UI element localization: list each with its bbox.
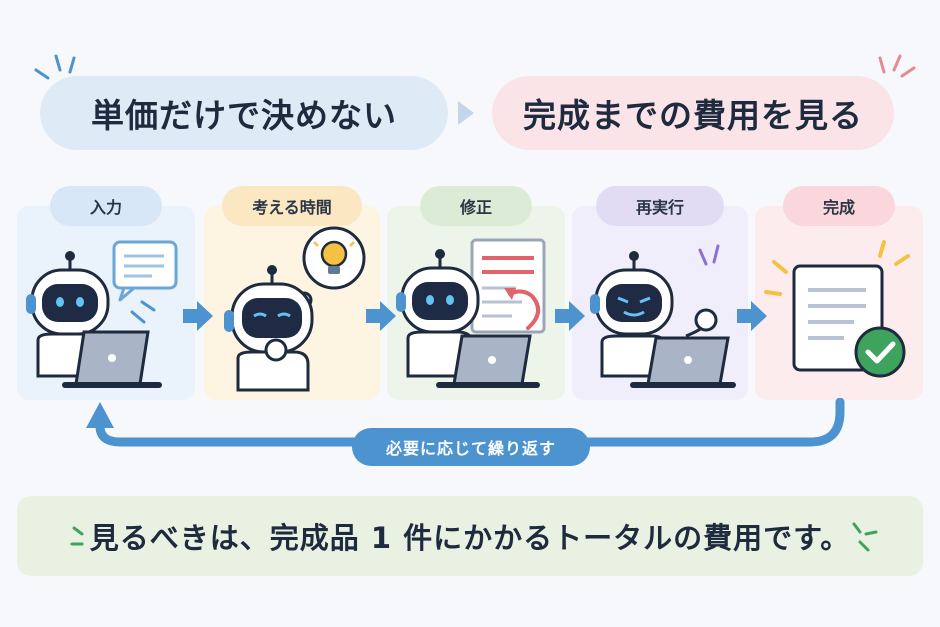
undo-arrow-icon	[508, 289, 540, 330]
chat-bubble-icon	[112, 240, 178, 302]
step-label-input: 入力	[50, 186, 162, 226]
footer-message-box: 見るべきは、完成品 1 件にかかるトータルの費用です。	[17, 496, 923, 576]
spark-icon	[852, 522, 878, 552]
header-right-text: 完成までの費用を見る	[523, 96, 863, 135]
robot-fix-illustration	[396, 238, 546, 388]
chevron-right-icon	[458, 101, 474, 125]
footer-message: 見るべきは、完成品 1 件にかかるトータルの費用です。	[89, 521, 851, 555]
document-icon	[470, 238, 546, 334]
robot-thinking-illustration	[224, 226, 366, 392]
robot-rerun-illustration	[590, 244, 736, 388]
laptop-icon	[630, 336, 736, 388]
arrow-right-icon	[366, 301, 396, 331]
laptop-icon	[436, 334, 540, 388]
header-pill-unit-price: 単価だけで決めない	[40, 76, 448, 150]
spark-icon	[70, 526, 84, 546]
spark-icon	[34, 54, 76, 80]
lightbulb-icon	[313, 240, 355, 274]
check-icon	[854, 326, 906, 378]
step-label-fix: 修正	[420, 186, 532, 226]
step-label-rerun: 再実行	[596, 186, 724, 226]
loop-arrow	[86, 398, 845, 447]
arrow-right-icon	[555, 301, 585, 331]
laptop-icon	[62, 330, 162, 388]
step-label-thinking: 考える時間	[222, 186, 362, 226]
loop-label: 必要に応じて繰り返す	[352, 428, 590, 466]
spark-icon	[878, 54, 916, 78]
complete-illustration	[764, 240, 910, 378]
robot-input-illustration	[26, 240, 178, 388]
header-left-text: 単価だけで決めない	[91, 96, 397, 135]
step-label-complete: 完成	[783, 186, 895, 226]
header-pill-total-cost: 完成までの費用を見る	[492, 76, 894, 150]
arrow-right-icon	[737, 301, 767, 331]
arrow-right-icon	[183, 301, 213, 331]
